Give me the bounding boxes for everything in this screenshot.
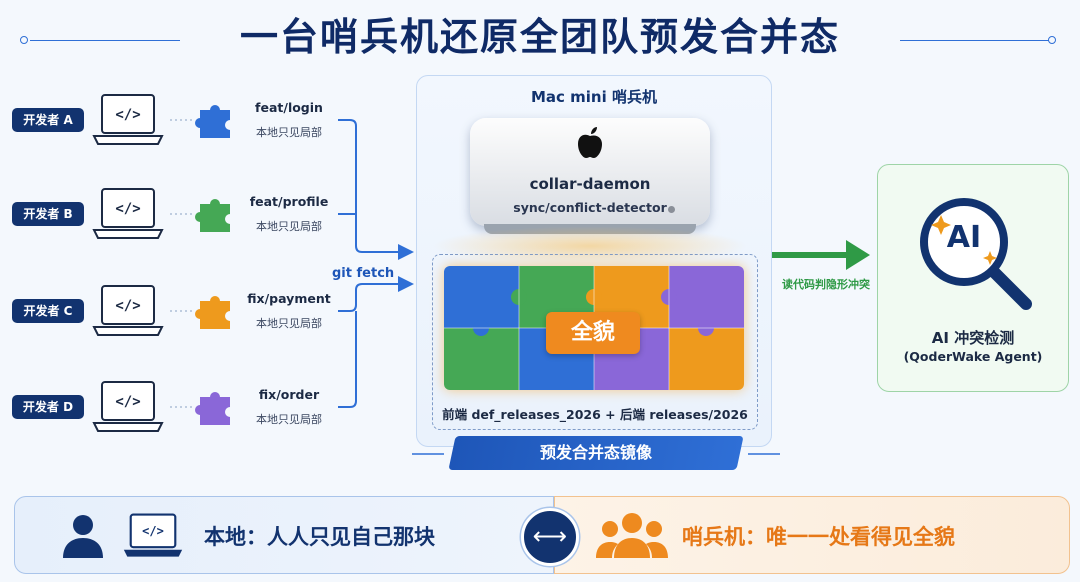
laptop-code-icon: </>: [92, 94, 164, 145]
developer-tag: 开发者 D: [12, 395, 84, 419]
git-fetch-label: git fetch: [332, 266, 395, 281]
laptop-code-icon: </>: [92, 381, 164, 432]
branch-name: fix/order: [258, 387, 320, 402]
local-view-note: 本地只见局部: [256, 126, 322, 139]
svg-text:</>: </>: [115, 107, 140, 123]
page-title: 一台哨兵机还原全团队预发合并态: [239, 15, 840, 59]
puzzle-piece-icon: [195, 296, 230, 329]
status-led: [668, 206, 675, 213]
laptop-code-icon: </>: [92, 285, 164, 336]
sentinel-view-banner: [554, 496, 1070, 574]
person-icon: [63, 515, 103, 558]
local-view-text: 本地：人人只见自己那块: [204, 525, 435, 549]
local-view-banner: [14, 496, 554, 574]
detector-name: sync/conflict-detector: [513, 200, 667, 215]
merged-state-frame: [432, 254, 758, 430]
laptop-code-icon: </>: [92, 188, 164, 239]
mirror-label: 预发合并态镜像: [539, 443, 652, 462]
local-view-note: 本地只见局部: [256, 220, 322, 233]
branch-name: feat/profile: [249, 194, 329, 209]
title-decor-left-line: [30, 40, 180, 41]
laptop-code-icon: </>: [123, 513, 183, 557]
branch-name: fix/payment: [247, 291, 331, 306]
local-view-note: 本地只见局部: [256, 317, 322, 330]
sentinel-title: Mac mini 哨兵机: [531, 88, 657, 106]
developer-tag: 开发者 C: [12, 299, 84, 323]
sentinel-view-text: 哨兵机：唯一一处看得见全貌: [682, 525, 955, 549]
svg-text:</>: </>: [142, 524, 164, 538]
ai-magnifier-icon: [920, 198, 1032, 310]
title-decor-left-dot: [20, 36, 28, 44]
ai-badge: AI: [946, 220, 982, 255]
puzzle-piece-icon: [195, 199, 230, 232]
title-decor-right-dot: [1048, 36, 1056, 44]
read-code-label: 读代码判隐形冲突: [782, 278, 870, 291]
release-branches: 前端 def_releases_2026 + 后端 releases/2026: [442, 407, 748, 422]
daemon-name: collar-daemon: [529, 175, 651, 193]
mirror-banner: 预发合并态镜像: [448, 436, 744, 470]
team-icon: [596, 513, 668, 558]
puzzle-piece-icon: [195, 392, 230, 425]
glow-effect: [432, 226, 748, 266]
ai-subtitle: (QoderWake Agent): [903, 349, 1043, 364]
apple-logo-icon: [578, 127, 602, 158]
svg-text:</>: </>: [115, 394, 140, 410]
puzzle-piece-icon: [195, 105, 230, 138]
local-view-note: 本地只见局部: [256, 413, 322, 426]
svg-text:</>: </>: [115, 201, 140, 217]
whole-view-label: 全貌: [546, 312, 640, 354]
branch-name: feat/login: [255, 100, 323, 115]
svg-text:</>: </>: [115, 298, 140, 314]
title-decor-right-line: [900, 40, 1050, 41]
swap-arrows-icon: ⟷: [521, 508, 579, 566]
ai-title: AI 冲突检测: [931, 329, 1015, 347]
developer-tag: 开发者 B: [12, 202, 84, 226]
developer-tag: 开发者 A: [12, 108, 84, 132]
